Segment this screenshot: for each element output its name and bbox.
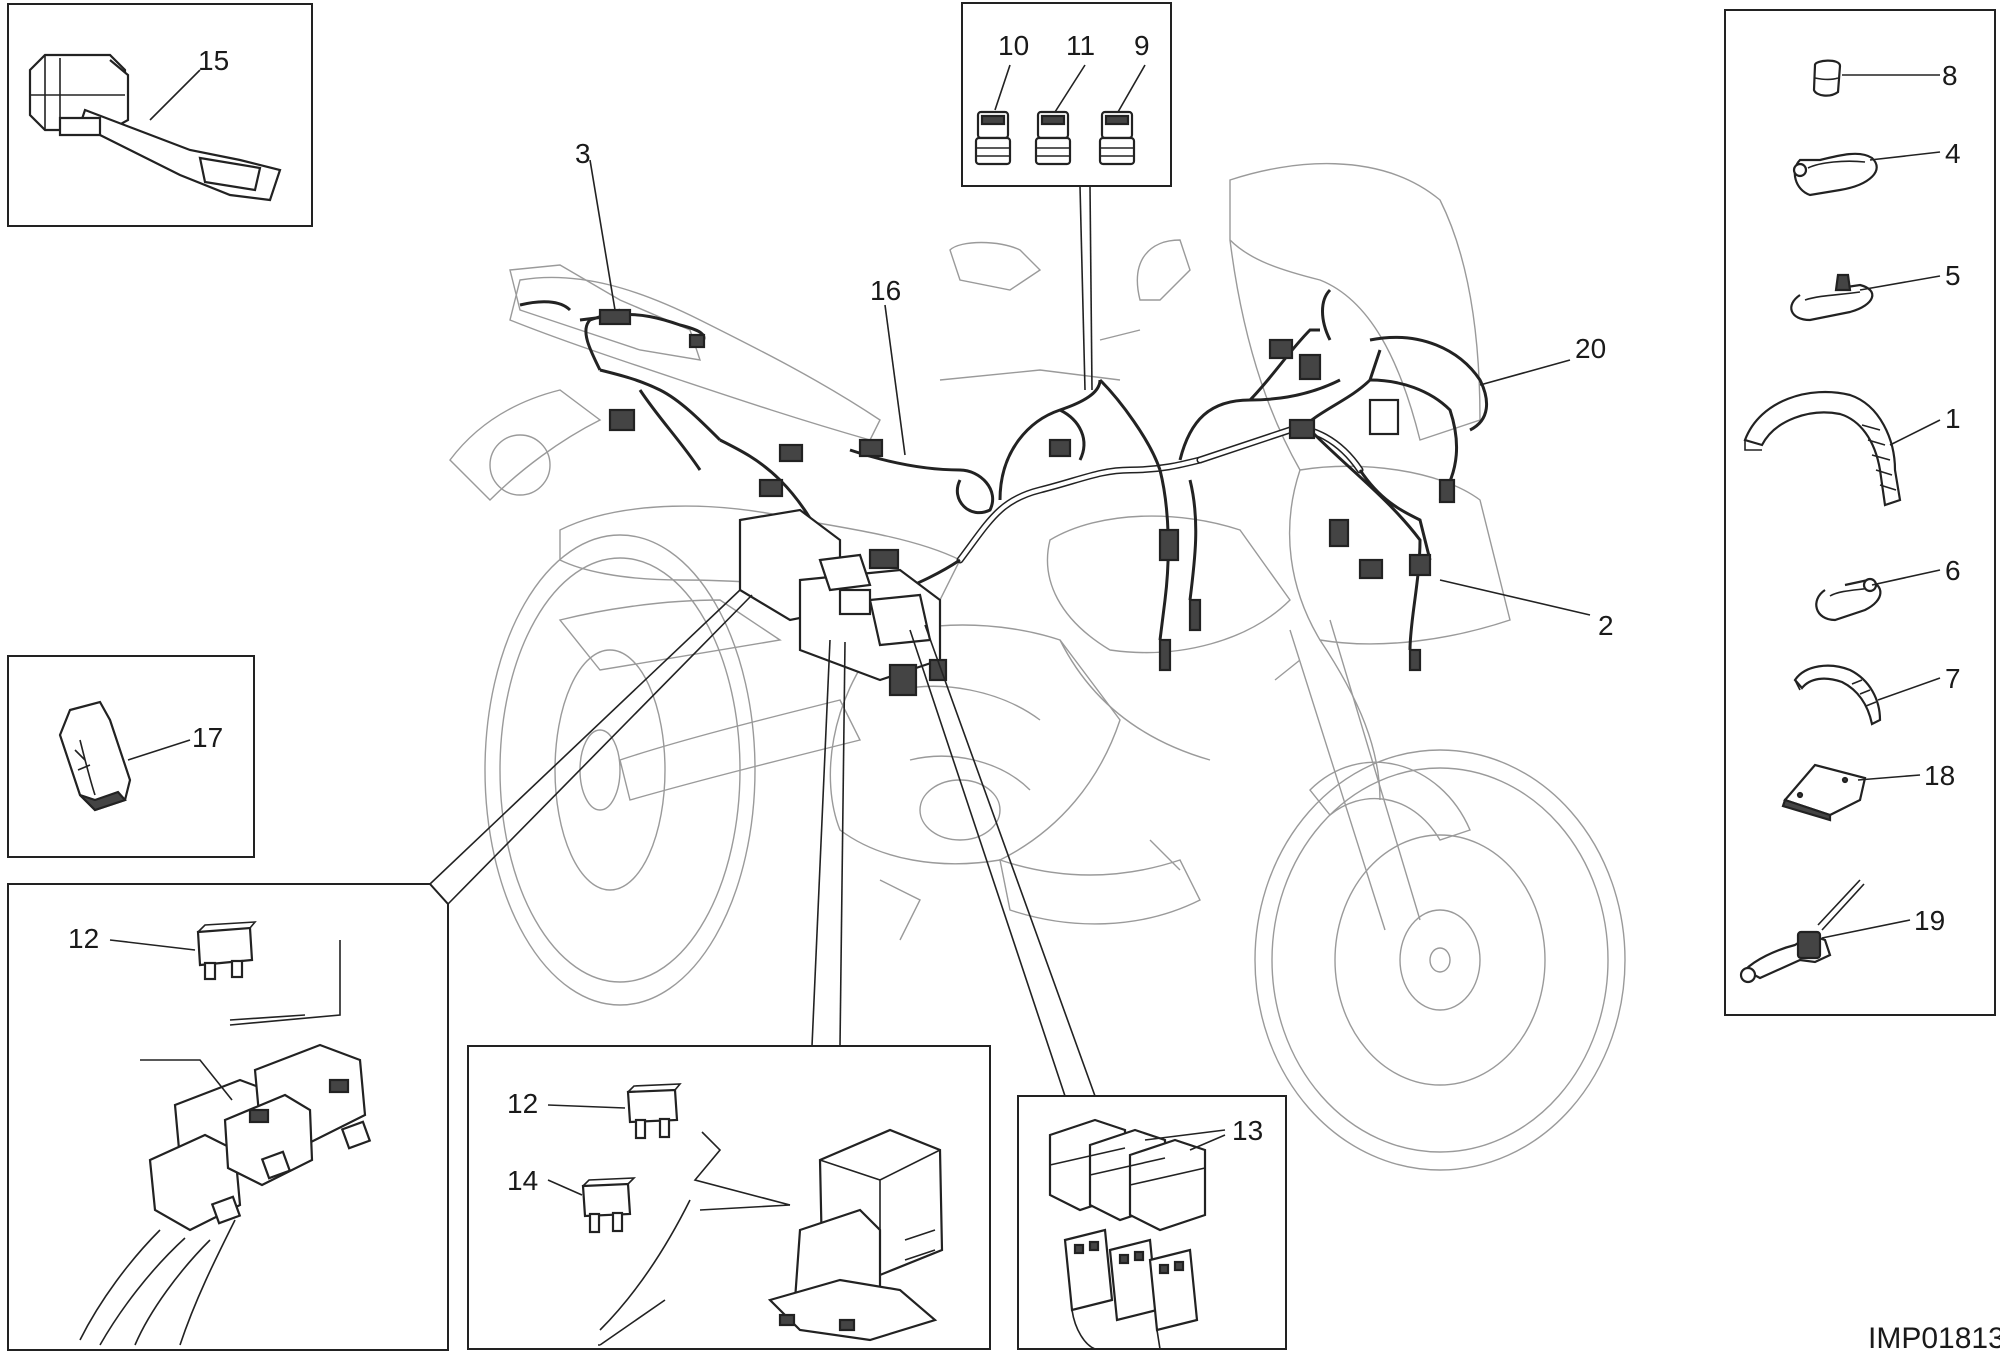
callout-16: 16 [870,275,901,306]
main-wiring-harness [519,288,1489,697]
part-12-fuse-left [196,921,257,981]
motorcycle-outline [449,162,1626,1171]
callout-8: 8 [1942,60,1958,91]
callout-3: 3 [575,138,591,169]
part-6-cable-clamp [1815,577,1882,622]
part-4-cable-clamp [1792,152,1878,197]
callout-15: 15 [198,45,229,76]
fuse-holder-housing [767,1128,944,1342]
part-7-cable-tie [1793,664,1882,726]
relays-pair [79,1043,372,1346]
part-17-terminal-cap [58,700,132,812]
part-5-cable-clamp [1790,273,1874,322]
part-1-cable-strap [1743,390,1902,507]
callout-4: 4 [1945,138,1961,169]
inset-box-15 [7,3,313,227]
callout-6: 6 [1945,555,1961,586]
part-18-adhesive-pad [1781,763,1867,822]
inset-box-9-10-11 [961,2,1172,187]
callout-13: 13 [1232,1115,1263,1146]
part-14-fuse [581,1177,637,1234]
parts-9-10-11-connectors [974,110,1136,166]
callout-2: 2 [1598,610,1614,641]
part-19-cable-tie-mount [1739,879,1865,984]
inset-box-fuse-holder [467,1045,991,1350]
inset-box-accessories [1724,9,1996,1016]
part-8-clip [1812,59,1842,97]
callout-10: 10 [998,30,1029,61]
callout-9: 9 [1134,30,1150,61]
callout-5: 5 [1945,260,1961,291]
callout-19: 19 [1914,905,1945,936]
drawing-code: IMP01813 [1868,1322,2000,1355]
callout-7: 7 [1945,663,1961,694]
callout-1: 1 [1945,403,1961,434]
callout-18: 18 [1924,760,1955,791]
callout-17: 17 [192,722,223,753]
callout-12-relays: 12 [68,923,99,954]
part-12-fuse-middle [626,1083,682,1140]
part-15-connector-cap [28,53,282,202]
callout-11: 11 [1066,30,1095,61]
inset-box-relays [7,883,449,1351]
callout-20: 20 [1575,333,1606,364]
part-13-relays [1048,1118,1207,1350]
inset-box-17 [7,655,255,858]
inset-box-13 [1017,1095,1287,1350]
callout-14: 14 [507,1165,538,1196]
callout-12-fuse-holder: 12 [507,1088,538,1119]
